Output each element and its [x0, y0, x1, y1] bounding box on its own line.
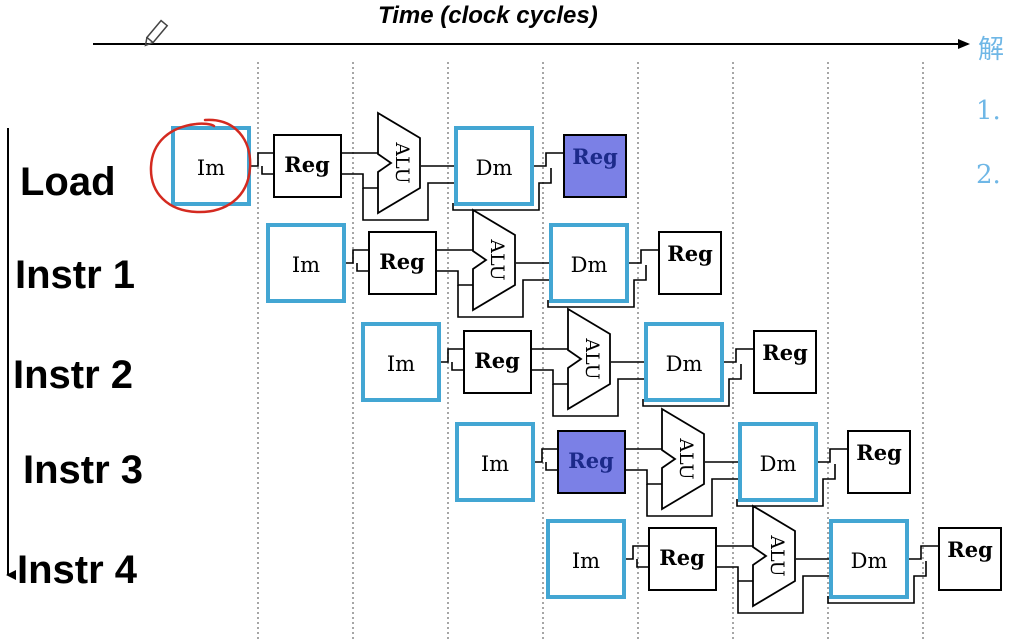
stage-label-writeback: Reg — [667, 241, 713, 266]
stage-box-reg — [273, 134, 342, 198]
wire — [545, 462, 558, 471]
wire — [362, 182, 456, 221]
stage-box-dm — [549, 223, 629, 303]
stage-box-im — [546, 519, 626, 599]
wire — [531, 348, 568, 385]
stage-box-alu — [472, 208, 516, 312]
pipeline-row-instr-4: Im Reg ALU Dm Reg — [546, 504, 1002, 614]
stage-box-writeback — [847, 430, 911, 494]
wire — [827, 561, 927, 604]
stage-box-dm — [738, 422, 818, 502]
pipeline-row-instr-2: Im Reg ALU Dm Reg — [361, 307, 817, 417]
pipeline-row-load: Im Reg ALU Dm Reg — [171, 111, 627, 221]
wire — [625, 448, 662, 485]
stage-label-alu: ALU — [675, 437, 697, 479]
wire — [547, 265, 647, 308]
wire — [636, 559, 649, 568]
stage-box-writeback — [938, 527, 1002, 591]
stage-label-alu: ALU — [581, 337, 603, 379]
wire — [624, 545, 649, 560]
stage-label-dm: Dm — [851, 549, 888, 573]
wire — [439, 348, 464, 363]
pencil-icon[interactable] — [142, 19, 169, 48]
wire — [907, 545, 939, 560]
stage-label-im: Im — [197, 156, 225, 180]
stage-box-im — [455, 422, 535, 502]
stage-box-dm — [829, 519, 909, 599]
stage-label-writeback: Reg — [572, 144, 618, 169]
row-label-load: Load — [20, 160, 116, 204]
stage-box-alu — [752, 504, 796, 608]
note-item-1: 1. — [976, 96, 1001, 126]
stage-label-im: Im — [572, 549, 600, 573]
wire — [716, 545, 753, 582]
wire — [457, 279, 551, 318]
row-label-instr-2: Instr 2 — [13, 353, 134, 397]
wire — [451, 362, 464, 371]
stage-box-dm — [454, 126, 534, 206]
stage-label-writeback: Reg — [762, 340, 808, 365]
wire — [341, 152, 378, 189]
wire — [436, 249, 473, 286]
wire — [452, 168, 552, 211]
row-label-instr-3: Instr 3 — [23, 448, 144, 492]
row-label-instr-4: Instr 4 — [17, 548, 138, 592]
stage-box-writeback — [658, 231, 722, 295]
stage-label-alu: ALU — [766, 534, 788, 576]
wire — [261, 166, 274, 175]
wire — [722, 348, 754, 363]
stage-label-alu: ALU — [391, 141, 413, 183]
stage-label-im: Im — [387, 352, 415, 376]
stage-label-im: Im — [292, 253, 320, 277]
wire — [249, 152, 274, 167]
stage-label-reg: Reg — [568, 448, 614, 473]
wire — [532, 152, 564, 167]
stage-box-im — [266, 223, 346, 303]
stage-label-dm: Dm — [476, 156, 513, 180]
wire — [356, 263, 369, 272]
stage-box-reg — [368, 231, 437, 295]
stage-box-reg — [557, 430, 626, 494]
row-label-instr-1: Instr 1 — [15, 253, 136, 297]
wire — [816, 448, 848, 463]
wire — [737, 575, 831, 614]
note-heading: 解 — [978, 35, 1005, 65]
note-item-2: 2. — [976, 160, 1001, 190]
wire — [627, 249, 659, 264]
annotation-circle — [149, 118, 252, 214]
side-notes: 解 1. 2. — [960, 0, 1015, 641]
wire — [552, 378, 646, 417]
stage-label-reg: Reg — [659, 545, 705, 570]
stage-label-dm: Dm — [760, 452, 797, 476]
stage-box-alu — [377, 111, 421, 215]
stage-label-reg: Reg — [284, 152, 330, 177]
stage-box-alu — [567, 307, 611, 411]
stage-box-alu — [661, 407, 705, 511]
stage-box-reg — [463, 330, 532, 394]
stage-label-reg: Reg — [474, 348, 520, 373]
wire — [344, 249, 369, 264]
stage-box-writeback — [753, 330, 817, 394]
stage-label-alu: ALU — [486, 238, 508, 280]
pipeline-row-instr-3: Im Reg ALU Dm Reg — [455, 407, 911, 517]
stage-label-writeback: Reg — [856, 440, 902, 465]
stage-label-writeback: Reg — [947, 537, 993, 562]
stage-box-im — [361, 322, 441, 402]
stage-box-dm — [644, 322, 724, 402]
stage-label-reg: Reg — [379, 249, 425, 274]
wire — [642, 364, 742, 407]
stage-box-reg — [648, 527, 717, 591]
wire — [533, 448, 558, 463]
stage-box-writeback — [563, 134, 627, 198]
stage-label-dm: Dm — [571, 253, 608, 277]
pipeline-row-instr-1: Im Reg ALU Dm Reg — [266, 208, 722, 318]
chart-title: Time (clock cycles) — [378, 2, 598, 29]
stage-label-im: Im — [481, 452, 509, 476]
wire — [646, 478, 740, 517]
stage-label-dm: Dm — [666, 352, 703, 376]
wire — [736, 464, 836, 507]
